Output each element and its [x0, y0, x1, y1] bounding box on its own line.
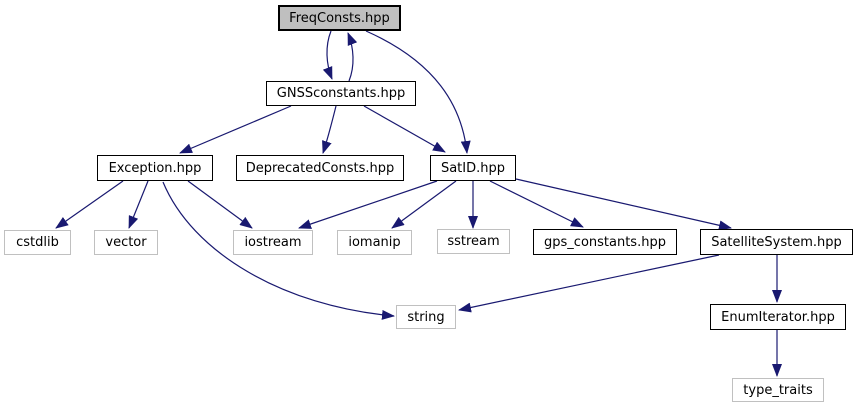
node-gps-constants[interactable]: gps_constants.hpp — [533, 229, 677, 255]
node-sstream: sstream — [437, 229, 510, 254]
node-iomanip: iomanip — [337, 230, 412, 255]
node-iostream: iostream — [233, 230, 313, 255]
node-freqconsts: FreqConsts.hpp — [278, 5, 401, 31]
edge-freqconsts-to-satid — [365, 30, 471, 154]
node-deprecatedconsts[interactable]: DeprecatedConsts.hpp — [236, 155, 404, 181]
node-vector: vector — [94, 230, 158, 255]
edge-gnssconstants-to-freqconsts — [347, 32, 358, 82]
edge-freqconsts-to-gnssconstants — [322, 30, 333, 80]
node-satid[interactable]: SatID.hpp — [430, 155, 516, 181]
edge-satid-to-iomanip — [391, 180, 457, 229]
node-string: string — [396, 305, 456, 329]
node-exception[interactable]: Exception.hpp — [97, 155, 213, 181]
node-enumiterator[interactable]: EnumIterator.hpp — [710, 304, 846, 330]
edge-exception-to-string — [162, 181, 395, 320]
node-gnssconstants[interactable]: GNSSconstants.hpp — [266, 81, 416, 106]
edge-satid-to-satellitesystem — [515, 178, 732, 231]
edge-exception-to-iostream — [187, 180, 253, 229]
edge-satid-to-gps-constants — [489, 180, 584, 228]
edge-gnssconstants-to-deprecatedconsts — [322, 105, 337, 154]
edge-satellitesystem-to-string — [458, 254, 720, 313]
edge-satid-to-iostream — [298, 180, 438, 229]
edge-exception-to-cstdlib — [55, 180, 124, 229]
edge-gnssconstants-to-exception — [179, 105, 292, 154]
node-cstdlib: cstdlib — [4, 230, 71, 255]
node-satellitesystem[interactable]: SatelliteSystem.hpp — [700, 229, 853, 255]
edge-exception-to-vector — [128, 180, 149, 229]
edge-gnssconstants-to-satid — [363, 105, 446, 153]
node-type-traits: type_traits — [732, 378, 824, 402]
